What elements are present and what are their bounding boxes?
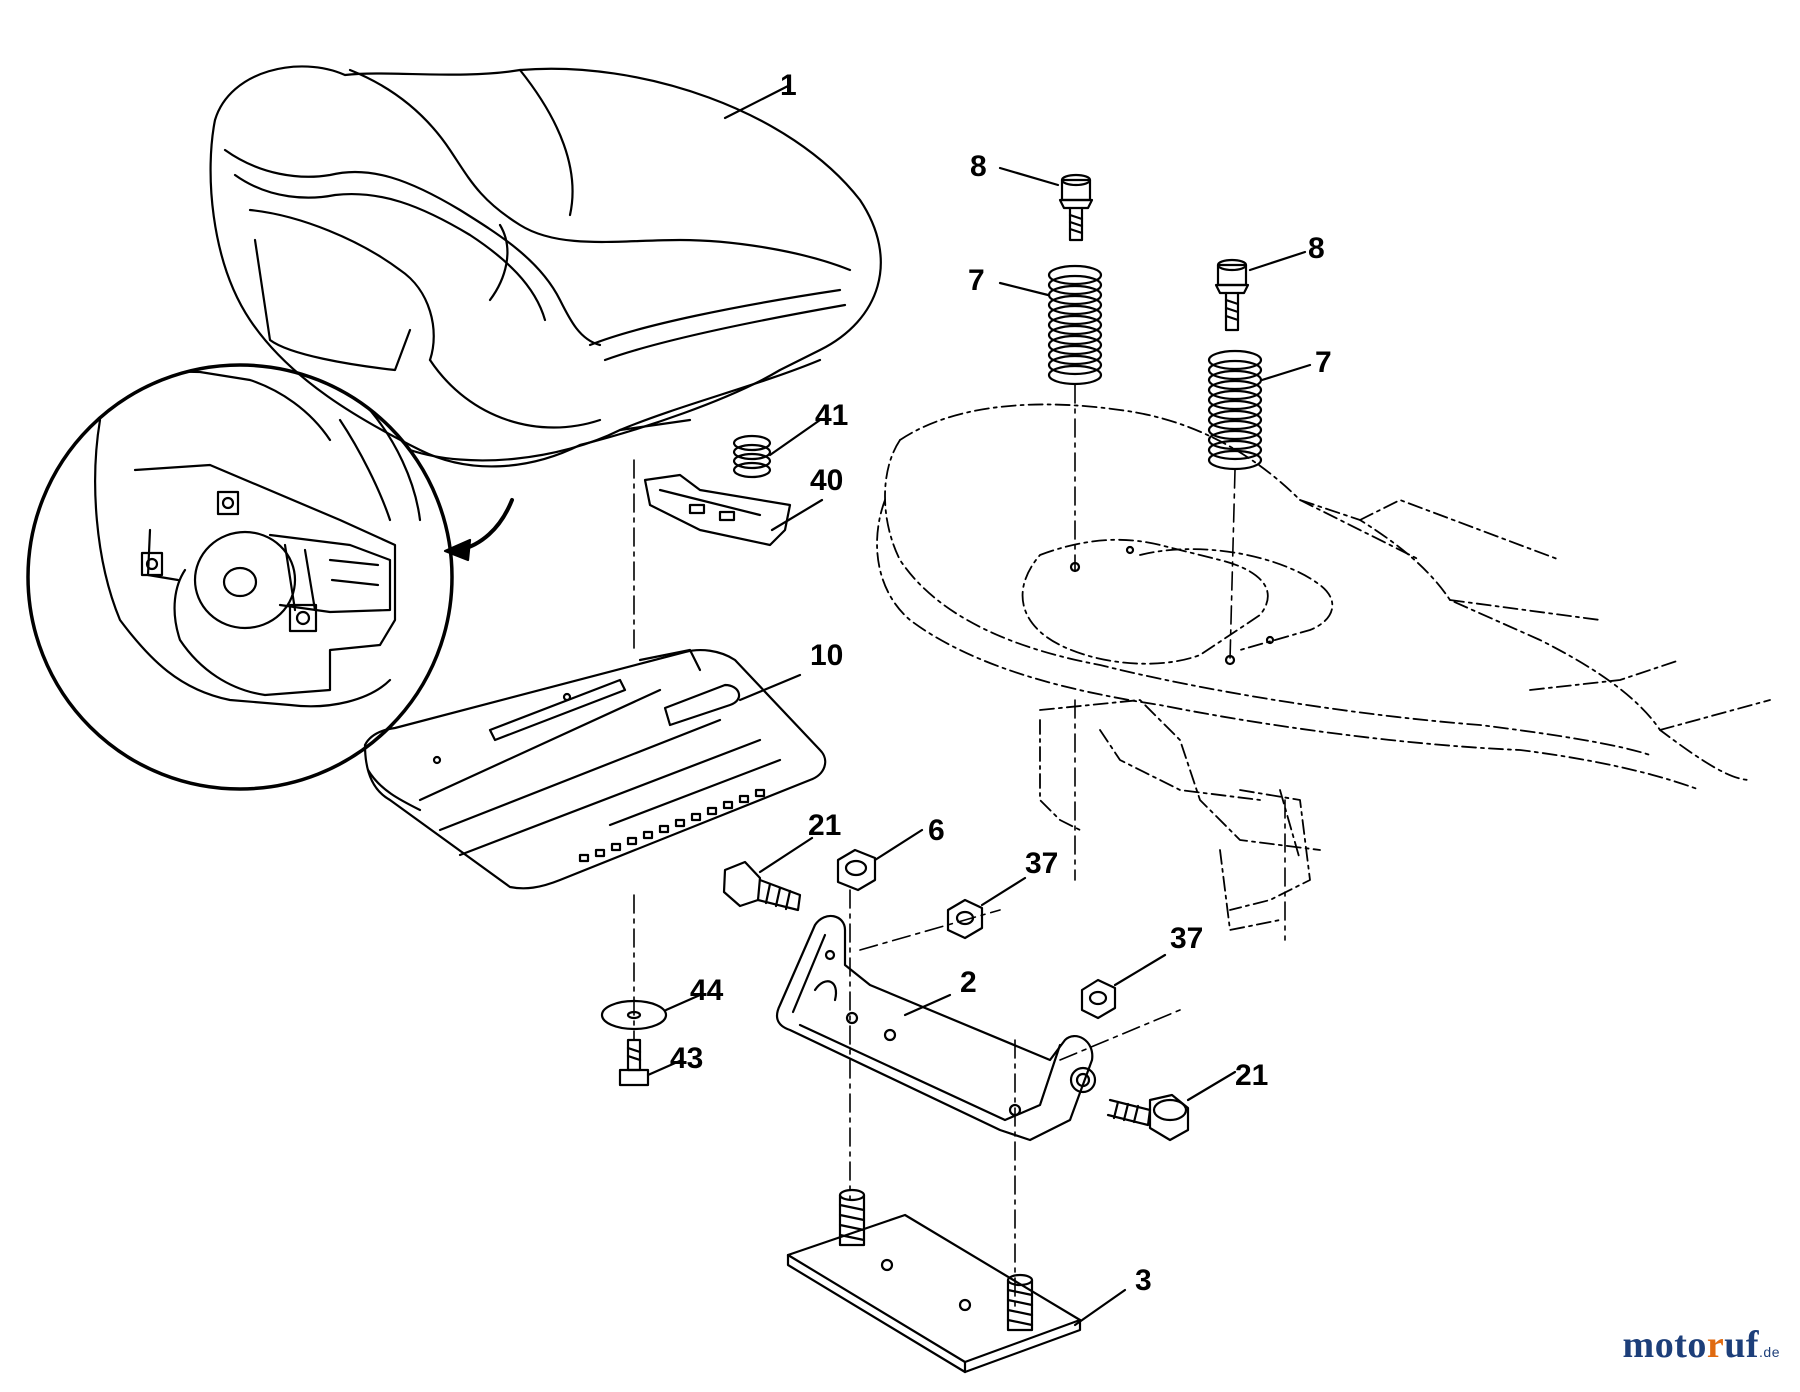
pan-slots xyxy=(578,788,766,863)
switch-bracket xyxy=(643,473,824,547)
seat-callout-leader xyxy=(723,84,790,120)
callout-6: 6 xyxy=(928,814,945,847)
frame-holes xyxy=(1069,545,1275,666)
nut-37-upper xyxy=(946,876,1027,940)
bolt-21-right xyxy=(1106,1070,1237,1142)
stud-left xyxy=(838,1188,866,1247)
callout-3: 3 xyxy=(1135,1264,1152,1297)
callout-1: 1 xyxy=(780,69,797,102)
callout-37-upper: 37 xyxy=(1025,847,1058,880)
seat-bracket xyxy=(775,914,1097,1142)
detail-circle xyxy=(26,363,514,791)
bolt-21-left xyxy=(722,836,814,912)
callout-41: 41 xyxy=(815,399,848,432)
seat xyxy=(209,65,882,468)
callout-8-left: 8 xyxy=(970,150,987,183)
callout-7-left: 7 xyxy=(968,264,985,297)
bolt-8-left xyxy=(998,166,1094,242)
mounting-plate xyxy=(786,1188,1127,1374)
frame-outline xyxy=(876,403,1771,931)
spring-7-right xyxy=(1207,349,1312,471)
callout-7-right: 7 xyxy=(1315,346,1332,379)
nut-37-lower xyxy=(1080,953,1167,1020)
watermark-logo: motoruf.de xyxy=(1622,1324,1780,1366)
stud-right xyxy=(1006,1273,1034,1332)
bolt-8-right xyxy=(1214,250,1307,332)
callout-2: 2 xyxy=(960,966,977,999)
callout-labels: 1 8 8 7 7 41 40 10 21 6 37 37 2 44 43 21… xyxy=(670,69,1332,1297)
nut-6 xyxy=(836,828,924,892)
washer-44 xyxy=(600,993,702,1031)
callout-37-lower: 37 xyxy=(1170,922,1203,955)
seat-pan xyxy=(363,648,827,890)
spring-7-left xyxy=(998,264,1103,386)
callout-10: 10 xyxy=(810,639,843,672)
callout-40: 40 xyxy=(810,464,843,497)
small-spring xyxy=(732,418,822,479)
callout-44: 44 xyxy=(690,974,724,1007)
bolt-43 xyxy=(618,1038,684,1087)
callout-21-left: 21 xyxy=(808,809,841,842)
callout-43: 43 xyxy=(670,1042,703,1075)
callout-8-right: 8 xyxy=(1308,232,1325,265)
callout-21-right: 21 xyxy=(1235,1059,1268,1092)
assembly-lines xyxy=(633,384,1286,1311)
